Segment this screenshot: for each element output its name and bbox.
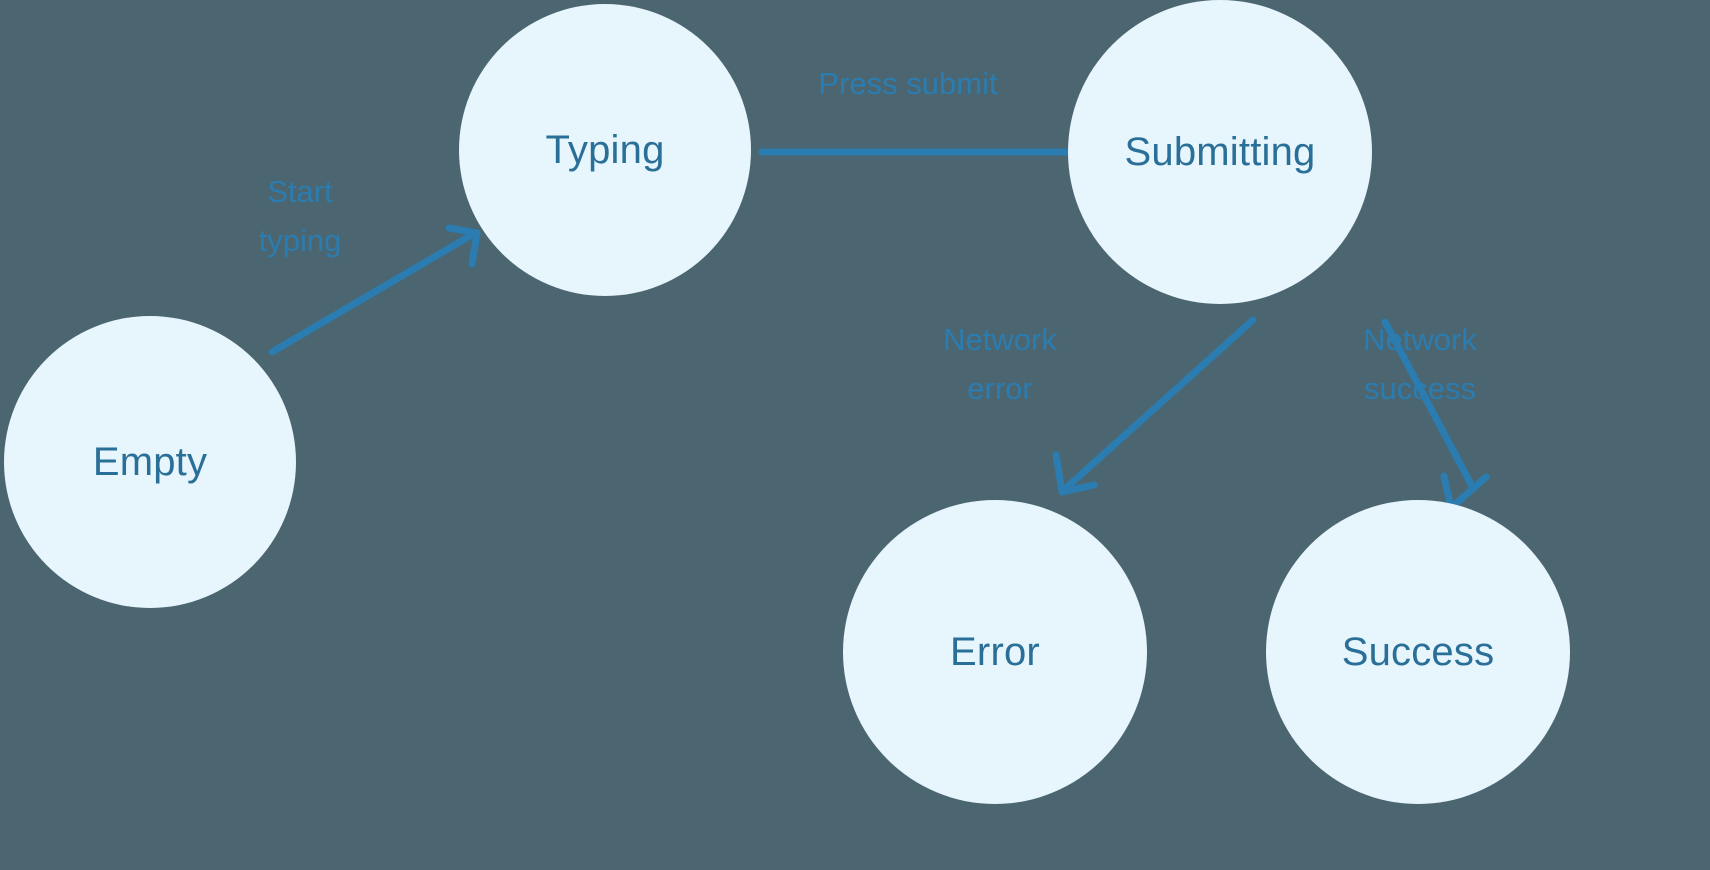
arrowhead-empty-to-typing: [445, 224, 481, 268]
edge-submitting-to-success: [1381, 318, 1490, 512]
state-node-error[interactable]: Error: [843, 500, 1147, 804]
state-node-label-submitting: Submitting: [1124, 129, 1316, 174]
state-node-label-typing: Typing: [545, 127, 665, 172]
arrowhead-submitting-to-error: [1052, 451, 1098, 496]
state-node-submitting[interactable]: Submitting: [1068, 0, 1372, 304]
edge-submitting-to-error: [1052, 316, 1257, 496]
state-node-label-empty: Empty: [92, 439, 208, 484]
edge-line-submitting-to-error: [1062, 316, 1257, 492]
state-node-empty[interactable]: Empty: [4, 316, 296, 608]
state-node-label-error: Error: [950, 629, 1040, 674]
state-node-label-success: Success: [1341, 629, 1495, 674]
edge-line-submitting-to-success: [1381, 318, 1477, 492]
state-node-success[interactable]: Success: [1266, 500, 1570, 804]
state-node-typing[interactable]: Typing: [459, 4, 751, 296]
edge-line-empty-to-typing: [268, 232, 474, 356]
edge-empty-to-typing: [268, 224, 481, 356]
